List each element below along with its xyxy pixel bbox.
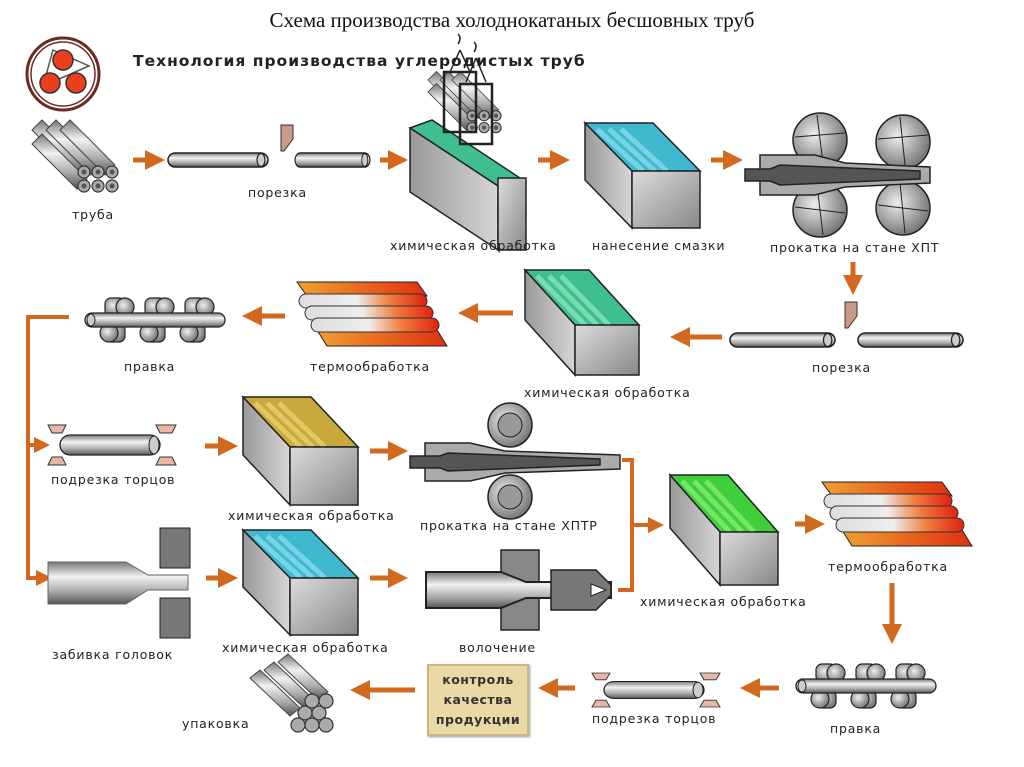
step-label-straightening: правка — [124, 359, 176, 374]
step-label-cutting: порезка — [248, 185, 307, 200]
step-label-chemical-treatment: химическая обработка — [228, 508, 395, 523]
heading-press-icon — [47, 527, 191, 639]
step-label-chemical-treatment: химическая обработка — [640, 594, 807, 609]
step-label-chemical-treatment: химическая обработка — [390, 238, 557, 253]
quality-control-box: контроль качества продукции — [427, 664, 529, 736]
knife-icon — [844, 301, 858, 329]
step-label-end-trimming: подрезка торцов — [592, 711, 717, 726]
chemical-bath-icon — [241, 528, 360, 637]
three-pipes-logo-icon — [25, 36, 101, 112]
heat-treatment-icon — [821, 481, 973, 547]
step-label-straightening: правка — [830, 721, 882, 736]
step-label-drawing: волочение — [459, 640, 536, 655]
page-title: Схема производства холоднокатаных бесшов… — [269, 8, 755, 32]
hptr-rolling-mill-icon — [409, 402, 621, 520]
pipe-icon — [857, 332, 964, 348]
pipe-icon — [294, 152, 371, 168]
step-label-hptr-rolling: прокатка на стане ХПТР — [420, 518, 598, 533]
step-label-heat-treatment: термообработка — [828, 559, 948, 574]
chemical-bath-icon — [408, 33, 527, 252]
packed-pipes-icon — [249, 653, 334, 733]
step-label-hpt-rolling: прокатка на стане ХПТ — [770, 240, 940, 255]
step-label-chemical-treatment: химическая обработка — [222, 640, 389, 655]
step-label-end-trimming: подрезка торцов — [51, 472, 176, 487]
end-trimming-icon — [47, 424, 177, 466]
drawing-die-icon — [425, 549, 612, 631]
heat-treatment-icon — [296, 281, 448, 347]
lubrication-bath-icon — [583, 121, 702, 230]
step-label-packing: упаковка — [182, 716, 250, 731]
pipe-bundle-icon — [31, 119, 119, 193]
qc-line: продукции — [435, 712, 521, 727]
step-label-lubrication: нанесение смазки — [592, 238, 726, 253]
hpt-rolling-mill-icon — [744, 112, 931, 238]
step-label-heading: забивка головок — [52, 647, 174, 662]
chemical-bath-icon — [668, 473, 780, 587]
pipe-icon — [167, 152, 269, 168]
chemical-bath-icon — [523, 268, 641, 377]
step-label-chemical-treatment: химическая обработка — [524, 385, 691, 400]
straightening-rolls-icon — [795, 663, 937, 709]
qc-line: качества — [443, 692, 513, 707]
straightening-rolls-icon — [84, 297, 226, 343]
pipe-icon — [729, 332, 836, 348]
chemical-bath-icon — [241, 395, 360, 507]
knife-icon — [280, 124, 294, 152]
qc-line: контроль — [442, 672, 514, 687]
step-label-heat-treatment: термообработка — [310, 359, 430, 374]
step-label-pipe: труба — [72, 207, 114, 222]
step-label-cutting: порезка — [812, 360, 871, 375]
diagram-subtitle: Технология производства углеродистых тру… — [133, 52, 586, 70]
end-trimming-icon — [591, 672, 721, 708]
